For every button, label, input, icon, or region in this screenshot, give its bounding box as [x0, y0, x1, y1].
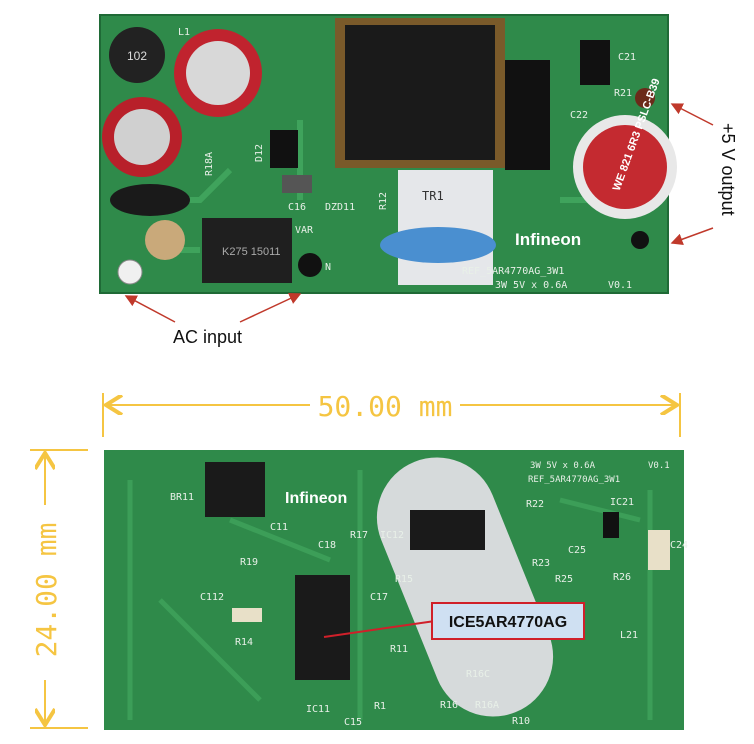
silk-label: R10	[512, 716, 530, 727]
ic-callout: ICE5AR4770AG	[323, 602, 585, 640]
y-capacitor	[380, 227, 496, 263]
silk-label: R21	[614, 88, 632, 99]
bottom-board-photo: Infineon 3W 5V x 0.6A REF_5AR4770AG_3W1 …	[104, 450, 688, 730]
silk-label: R16	[440, 700, 458, 711]
silk-label: C15	[344, 717, 362, 728]
silk-label: R12	[378, 192, 389, 210]
silk-label: L1	[178, 27, 190, 38]
silk-label: R11	[390, 644, 408, 655]
silk-label: L21	[620, 630, 638, 641]
silk-label: N	[325, 262, 331, 273]
silk-label: R17	[350, 530, 368, 541]
v-output-label: +5 V output	[718, 123, 738, 216]
v-output-annotation: +5 V output	[670, 103, 738, 246]
silk-label: C112	[200, 592, 224, 603]
board-spec-label: 3W 5V x 0.6A	[530, 461, 596, 471]
silk-label: C22	[570, 110, 588, 121]
silk-label: IC11	[306, 704, 330, 715]
height-dimension-label: 24.00 mm	[30, 523, 63, 658]
silk-label: C21	[618, 52, 636, 63]
silk-label: R25	[555, 574, 573, 585]
width-dimension-label: 50.00 mm	[318, 390, 453, 423]
silk-label: R18A	[204, 152, 215, 176]
board-version: V0.1	[608, 280, 632, 291]
ic11-chip	[295, 575, 350, 680]
ic-callout-box	[431, 602, 585, 640]
silk-label: R15	[395, 574, 413, 585]
ac-input-annotation: AC input	[124, 293, 302, 347]
bridge-rectifier	[205, 462, 265, 517]
inductor-l1	[109, 27, 165, 83]
silk-label: R1	[374, 701, 386, 712]
silk-label: R14	[235, 637, 253, 648]
width-dimension: 50.00 mm	[102, 390, 681, 437]
silk-label: R16C	[466, 669, 490, 680]
varistor-marking: K275 15011	[222, 246, 281, 258]
silk-label: IC12	[380, 530, 404, 541]
board-spec-label: 3W 5V x 0.6A	[495, 280, 567, 291]
silk-label: C24	[670, 540, 688, 551]
silk-label: R23	[532, 558, 550, 569]
silk-label: C16	[288, 202, 306, 213]
infineon-logo: Infineon	[285, 490, 347, 507]
ac-input-label: AC input	[173, 327, 242, 347]
board-name-label: REF_5AR4770AG_3W1	[462, 266, 564, 277]
silk-label: C18	[318, 540, 336, 551]
silk-label: R26	[613, 572, 631, 583]
optocoupler-ic12	[410, 510, 485, 550]
top-board-photo: 102 K275 15011 TR1 WE 821 6R3 PSLC-B39 I…	[99, 14, 677, 294]
silk-label: R16A	[475, 700, 499, 711]
silk-label: C25	[568, 545, 586, 556]
transformer-label: TR1	[422, 189, 444, 203]
silk-label: IC21	[610, 497, 634, 508]
inductor-marking: 102	[127, 49, 147, 63]
silk-label: BR11	[170, 492, 194, 503]
silk-label: D12	[254, 144, 265, 162]
silk-label: C17	[370, 592, 388, 603]
silk-label: R22	[526, 499, 544, 510]
height-dimension: 24.00 mm	[30, 449, 88, 729]
board-version: V0.1	[648, 461, 670, 471]
silk-label: VAR	[295, 225, 314, 236]
varistor	[202, 218, 292, 283]
ic-callout-label: ICE5AR4770AG	[449, 614, 567, 631]
silk-label: C11	[270, 522, 288, 533]
silk-label: R19	[240, 557, 258, 568]
infineon-logo: Infineon	[515, 230, 581, 249]
board-name-label: REF_5AR4770AG_3W1	[528, 475, 620, 485]
bottom-silkscreen: BR11 C11 R19 C18 R17 IC12 R22 IC21 C24 C…	[170, 492, 688, 728]
silk-label: DZD11	[325, 202, 355, 213]
